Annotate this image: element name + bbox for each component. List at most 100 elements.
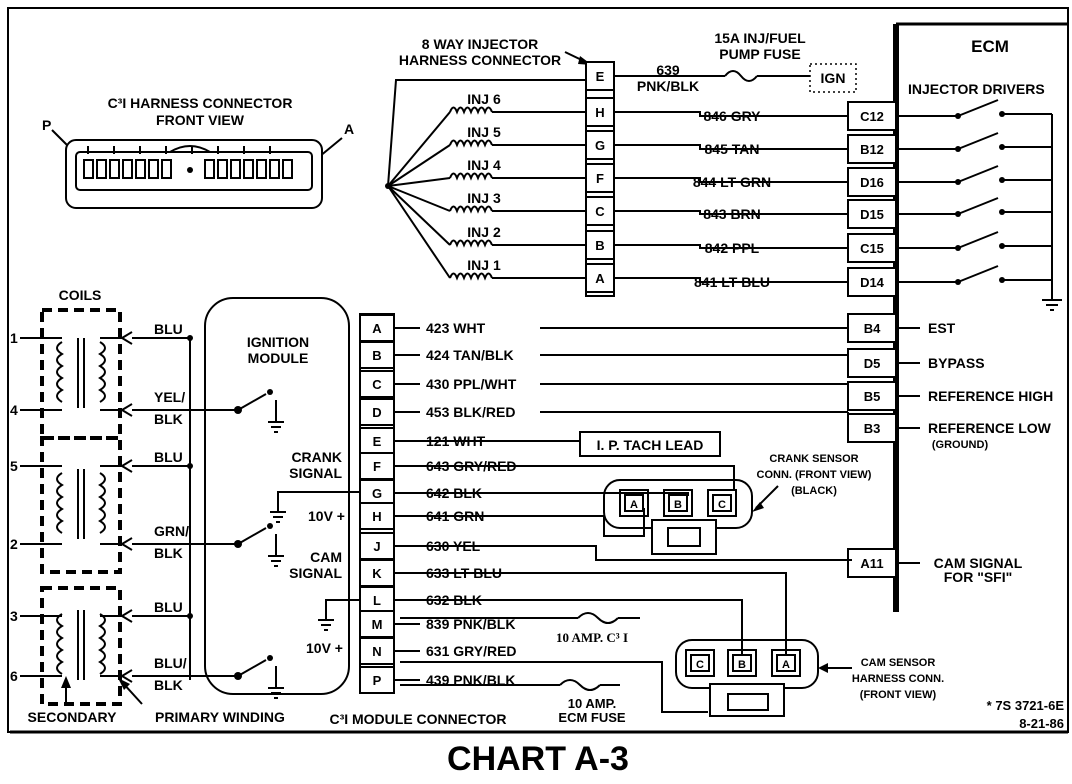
fuse-10a-ecm-label-2: ECM FUSE [558, 710, 626, 725]
ecm-label: ECM [971, 37, 1009, 56]
injector-wire-label: 842 PPL [705, 240, 760, 256]
injector-wire-label: 844 LT GRN [693, 174, 771, 190]
ecm-input-label: EST [928, 320, 956, 336]
c3i-a-label: A [344, 121, 354, 137]
ecm-injector-pin-label: D14 [860, 275, 885, 290]
module-wire-label: 423 WHT [426, 320, 486, 336]
ten-volt-label-2: 10V + [306, 640, 343, 656]
ecm-injector-pin-label: C15 [860, 241, 884, 256]
fuse-10a-c3i-icon [577, 612, 619, 624]
ecm-input-label: CAM SIGNAL [934, 555, 1023, 571]
ecm-injector-pin-label: D15 [860, 207, 884, 222]
injector-coil-icon [449, 172, 493, 181]
injector-coil-icon [449, 106, 493, 115]
coil-terminal-label: 1 [10, 330, 18, 346]
coil-wire-label: BLU [154, 599, 183, 615]
injector-coil-icon [449, 139, 493, 148]
injector-wire-label: 841 LT BLU [694, 274, 770, 290]
ecm-input-pin-label: B4 [864, 321, 881, 336]
injector-drivers-label: INJECTOR DRIVERS [908, 81, 1045, 97]
injector-name: INJ 3 [467, 190, 501, 206]
secondary-label: SECONDARY [28, 709, 118, 725]
crank-sensor-label: CRANK SENSOR [769, 453, 858, 465]
crank-sensor-label-3: (BLACK) [791, 485, 837, 497]
injector-pin [585, 196, 615, 226]
module-pin-label: P [373, 673, 382, 688]
coil-wire-label: BLK [154, 545, 183, 561]
chart-title: CHART A-3 [447, 740, 629, 778]
secondary-winding-icon [56, 472, 64, 534]
coils-label: COILS [59, 287, 102, 303]
module-pin [359, 341, 395, 369]
injector-name: INJ 6 [467, 91, 501, 107]
ecm-injector-pin [847, 233, 897, 263]
crank-pin-label: C [718, 499, 726, 511]
injector-coil-icon [449, 205, 493, 214]
cam-pin-label: B [738, 659, 746, 671]
switch-icon [237, 393, 267, 411]
ecm-input-pin-label: B3 [864, 421, 881, 436]
ignition-module-label: IGNITION [247, 334, 309, 350]
switch-icon [237, 659, 267, 677]
ecm-input: B4 EST [847, 313, 956, 343]
primary-winding-icon [98, 472, 106, 534]
cam-sensor-label-2: HARNESS CONN. [852, 673, 944, 685]
coil-terminal-label: 6 [10, 668, 18, 684]
injector-pin-label: A [595, 271, 605, 286]
fuse-10a-ecm-icon [559, 679, 601, 691]
crank-pin-label: A [630, 499, 638, 511]
fuse-10a-c3i-label: 10 AMP. C³ I [556, 630, 628, 645]
injector-coil-icon [449, 239, 493, 248]
module-pin-label: E [373, 434, 382, 449]
injector-connector-label: 8 WAY INJECTOR [422, 36, 538, 52]
injector-pin-label: C [595, 204, 605, 219]
injector-row: INJ 3 C 843 BRN D15 [387, 185, 1052, 229]
c3i-front-label-2: FRONT VIEW [156, 112, 245, 128]
injector-connector-label-2: HARNESS CONNECTOR [399, 52, 561, 68]
injector-name: INJ 4 [467, 157, 501, 173]
secondary-winding-icon [56, 613, 64, 675]
injector-wire-label: 843 BRN [703, 206, 761, 222]
ecm-injector-pin [847, 101, 897, 131]
cam-pin-label: A [782, 659, 790, 671]
doc-date: 8-21-86 [1019, 716, 1064, 731]
ground-label: (GROUND) [932, 439, 989, 451]
injector-wire-label: 845 TAN [705, 141, 760, 157]
crank-sensor-connector: A B C [603, 479, 753, 555]
tach-lead-label: I. P. TACH LEAD [597, 437, 704, 453]
fuse-15a-label-2: PUMP FUSE [719, 46, 800, 62]
ecm-input-pin-label: B5 [864, 389, 881, 404]
injector-pin [585, 263, 615, 293]
module-pin-label: D [372, 405, 381, 420]
ecm-input-pin-label: D5 [864, 356, 881, 371]
c3i-p-label: P [42, 117, 51, 133]
module-pin-label: F [373, 459, 381, 474]
crank-pin [663, 489, 693, 517]
ecm-input-pin [847, 381, 897, 411]
coil-wire-label: BLU [154, 449, 183, 465]
coil-wire-label: BLU/ [154, 655, 187, 671]
wire-639-label: 639 [656, 62, 680, 78]
primary-winding-icon [98, 613, 106, 675]
cam-sensor-label: CAM SENSOR [861, 657, 936, 669]
coil-terminal-label: 5 [10, 458, 18, 474]
coil-terminal-label: 4 [10, 402, 18, 418]
injector-pin-label: F [596, 171, 604, 186]
inj-pin-e: E [585, 61, 615, 91]
module-wire-label: 453 BLK/RED [426, 404, 515, 420]
injector-name: INJ 2 [467, 224, 501, 240]
coil-wire-label: YEL/ [154, 389, 185, 405]
secondary-winding-icon [56, 341, 64, 403]
ecm-input-pin-label: A11 [860, 556, 883, 571]
crank-pin-label: B [674, 499, 682, 511]
cam-pin-label: C [696, 659, 704, 671]
fuse-10a-ecm-label: 10 AMP. [568, 696, 616, 711]
